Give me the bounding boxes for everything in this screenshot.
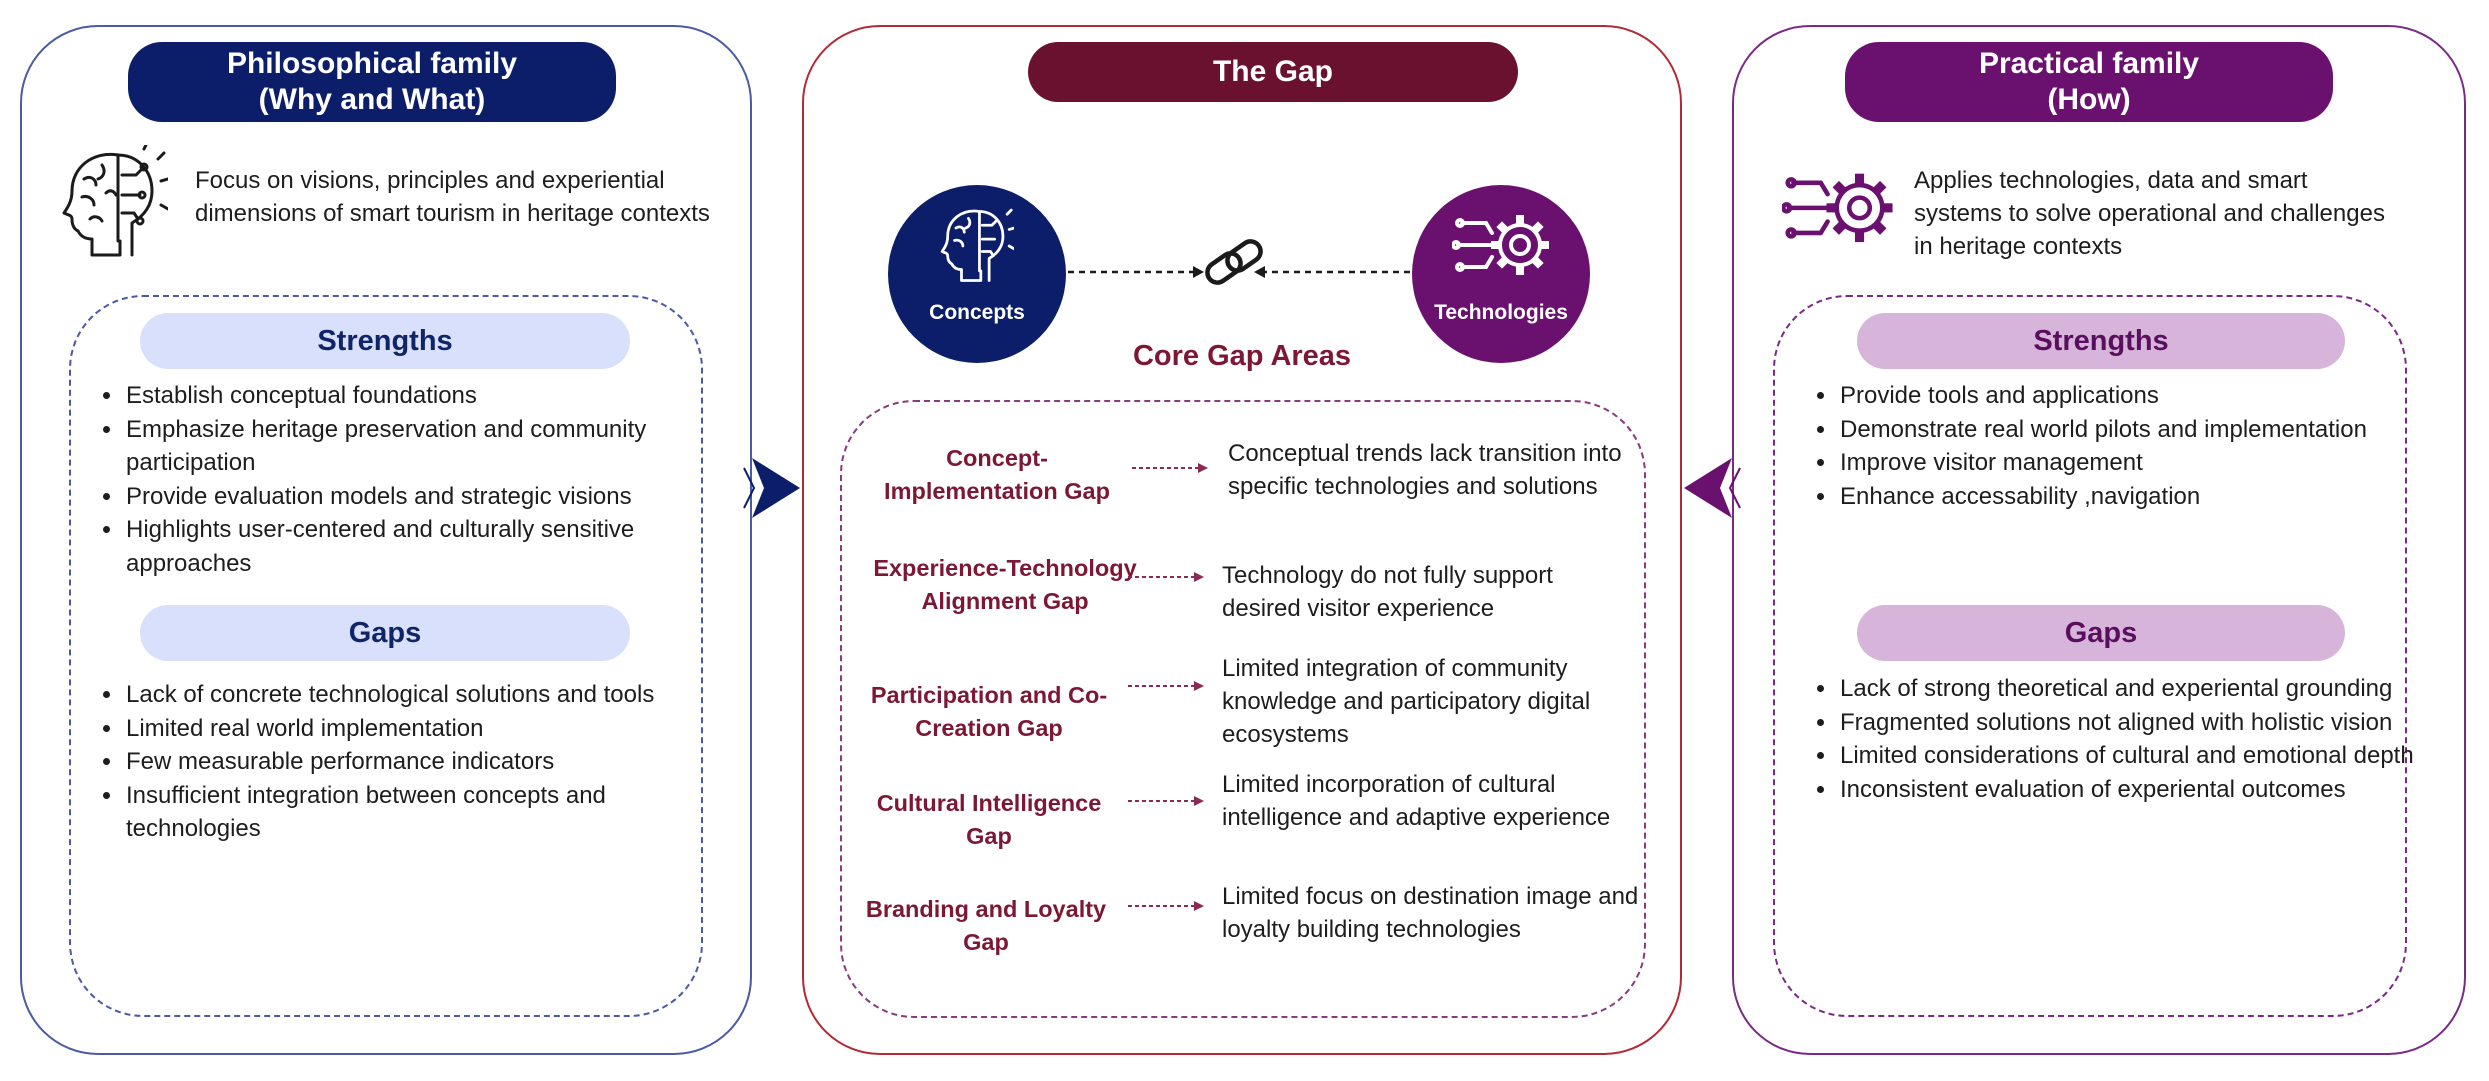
gap-area-desc-1: Conceptual trends lack transition into s… [1228,440,1622,500]
philosophical-title-line2: (Why and What) [258,83,486,116]
practical-dashed-box [1773,295,2407,1017]
technologies-label: Technologies [1434,301,1568,324]
gap-title: The Gap [1028,42,1518,102]
list-item: Inconsistent evaluation of experiental o… [1838,773,2438,807]
practical-gaps-list: Lack of strong theoretical and experient… [1806,672,2438,806]
list-item: Insufficient integration between concept… [124,779,734,846]
circuit-gear-icon [1782,173,1893,243]
philosophical-strengths-list: Establish conceptual foundations Emphasi… [92,379,734,580]
philosophical-intro: Focus on visions, principles and experie… [195,167,710,227]
list-item: Lack of strong theoretical and experient… [1838,672,2438,706]
brain-head-icon [940,208,1014,282]
circuit-gear-icon [1452,215,1549,275]
gap-area-desc-4: Limited incorporation of cultural intell… [1222,771,1611,831]
gap-area-name-3: Participation and Co-Creation Gap [870,682,1108,741]
list-item: Highlights user-centered and culturally … [124,513,734,580]
list-item: Establish conceptual foundations [124,379,734,413]
list-item: Provide evaluation models and strategic … [124,480,734,514]
philosophical-title: Philosophical family (Why and What) [128,42,616,122]
philosophical-gaps-label: Gaps [140,605,630,661]
list-item: Lack of concrete technological solutions… [124,678,734,712]
practical-title-line1: Practical family [1978,47,2200,80]
list-item: Improve visitor management [1838,446,2438,480]
gap-area-name-5: Branding and Loyalty Gap [865,896,1107,955]
practical-title-line2: (How) [2047,83,2131,116]
philosophical-title-line1: Philosophical family [226,47,518,80]
brain-head-icon [62,145,168,257]
list-item: Enhance accessability ,navigation [1838,480,2438,514]
gap-area-name-1: Concept-Implementation Gap [884,445,1110,504]
gap-area-desc-3: Limited integration of community knowled… [1222,655,1591,748]
practical-strengths-label: Strengths [1857,313,2345,369]
concepts-circle: Concepts [888,185,1066,363]
practical-title: Practical family (How) [1845,42,2333,122]
gap-area-name-4: Cultural Intelligence Gap [876,790,1102,849]
list-item: Few measurable performance indicators [124,745,734,779]
concepts-label: Concepts [929,301,1025,324]
philosophical-strengths-label: Strengths [140,313,630,369]
technologies-circle: Technologies [1412,185,1590,363]
gap-area-name-2: Experience-Technology Alignment Gap [873,555,1137,614]
list-item: Provide tools and applications [1838,379,2438,413]
left-arrow-into-gap [743,458,800,518]
list-item: Limited real world implementation [124,712,734,746]
list-item: Emphasize heritage preservation and comm… [124,413,734,480]
philosophical-dashed-box [69,295,703,1017]
list-item: Fragmented solutions not aligned with ho… [1838,706,2438,740]
gap-area-desc-5: Limited focus on destination image and l… [1222,883,1639,943]
list-item: Demonstrate real world pilots and implem… [1838,413,2438,447]
practical-intro: Applies technologies, data and smart sys… [1914,167,2385,260]
practical-gaps-label: Gaps [1857,605,2345,661]
core-gap-dashed-box [840,400,1646,1018]
list-item: Limited considerations of cultural and e… [1838,739,2438,773]
gap-area-desc-2: Technology do not fully support desired … [1222,562,1553,622]
practical-strengths-list: Provide tools and applications Demonstra… [1806,379,2438,513]
core-gap-areas-title: Core Gap Areas [1132,340,1352,372]
philosophical-gaps-list: Lack of concrete technological solutions… [92,678,734,846]
